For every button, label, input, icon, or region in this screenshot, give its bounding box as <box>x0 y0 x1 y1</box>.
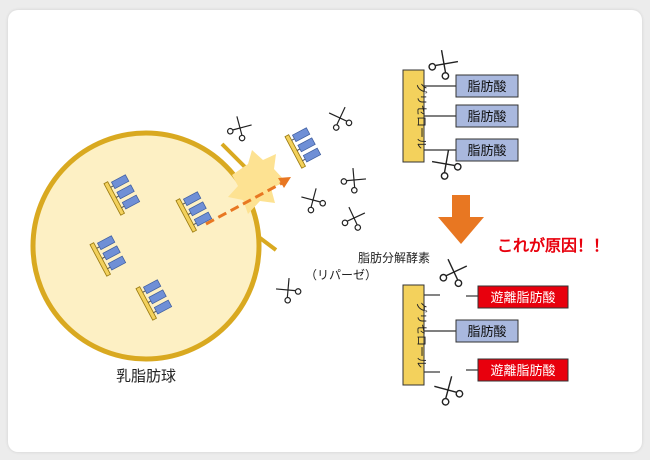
released-triglyceride <box>284 125 323 169</box>
membrane-arc-top <box>220 142 248 170</box>
scissors-icon <box>438 258 469 288</box>
fatty-acid-box <box>455 74 519 98</box>
fatty-acid-box <box>455 104 519 128</box>
free-fatty-acid-box <box>477 358 569 382</box>
fatty-acid-label: 脂肪酸 <box>467 109 506 125</box>
free-fatty-acid-label: 遊離脂肪酸 <box>490 290 555 306</box>
down-arrow-icon <box>438 195 484 244</box>
scissors-icon <box>432 375 465 407</box>
milk-fat-globule <box>30 130 262 362</box>
glycerol-label: グリセロール <box>415 302 429 368</box>
scissors-icon <box>299 187 328 215</box>
free-fatty-acid-label: 遊離脂肪酸 <box>490 363 555 379</box>
globule-label: 乳脂肪球 <box>116 367 176 385</box>
burst-icon <box>228 150 286 214</box>
fatty-acid-label: 脂肪酸 <box>467 79 506 95</box>
free-fatty-acid-box <box>477 285 569 309</box>
lipase-label-sub: （リパーゼ） <box>305 268 377 282</box>
fatty-acid-label: 脂肪酸 <box>467 143 506 159</box>
scissors-icon <box>427 48 460 82</box>
exit-arrow <box>205 180 285 226</box>
scissors-icon <box>274 276 303 305</box>
fatty-acid-box <box>455 319 519 343</box>
lipase-label: 脂肪分解酵素 <box>358 250 430 265</box>
scissors-icon <box>340 206 367 232</box>
scissors-icon <box>225 115 254 143</box>
fatty-acid-box <box>455 138 519 162</box>
glycerol-label: グリセロール <box>415 83 429 149</box>
fatty-acid-label: 脂肪酸 <box>467 324 506 340</box>
glycerol-block <box>402 284 425 386</box>
exit-arrowhead <box>278 177 291 188</box>
cause-label: これが原因！！ <box>497 236 609 255</box>
scissors-icon <box>339 166 368 195</box>
scissors-icon <box>327 106 354 132</box>
